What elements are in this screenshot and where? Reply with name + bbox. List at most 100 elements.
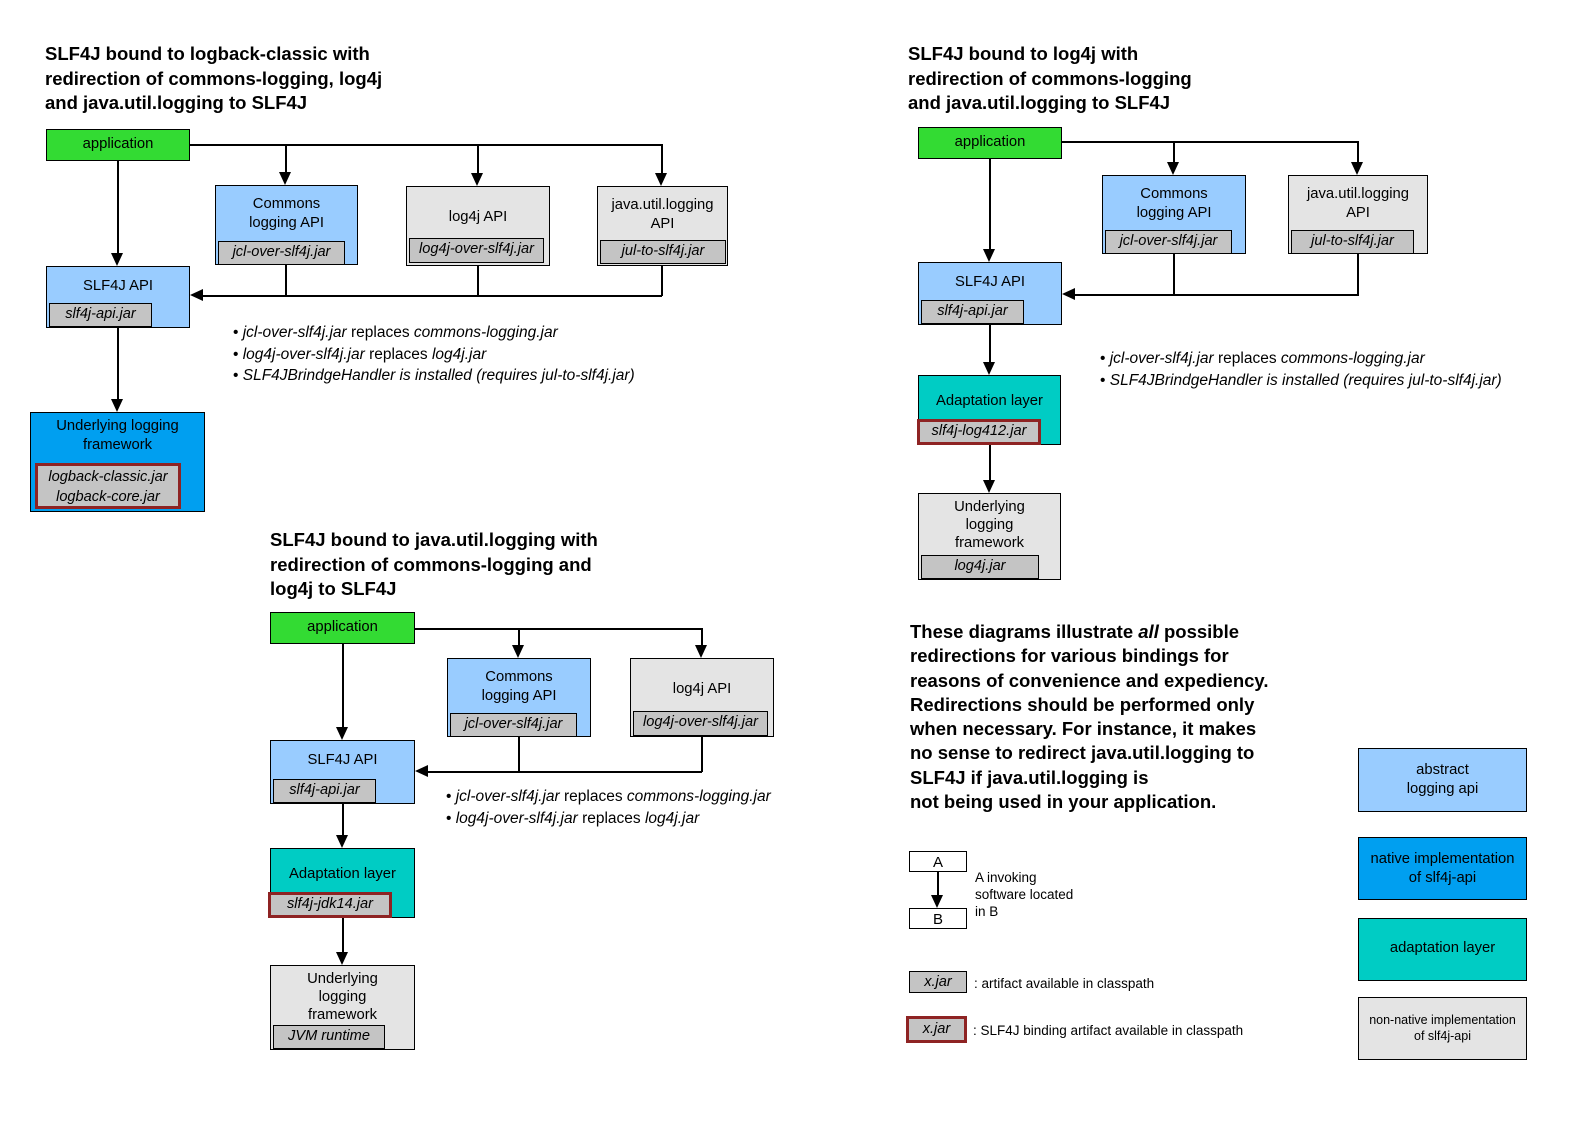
d3-app-to-slf4j-arrowhead-icon [336, 727, 348, 740]
legend-adaptation-box: adaptation layer [1358, 918, 1527, 981]
legend-a-label: A [932, 854, 943, 871]
legend-a-to-b-arrowhead-icon [931, 895, 943, 908]
legend-artifact-jar-box: x.jar [909, 971, 967, 993]
legend-b-box: B [909, 908, 967, 929]
d2-adaptation-to-underlying-line [989, 445, 991, 481]
d3-log4j-down-line [701, 737, 703, 772]
legend-adaptation-label: adaptation layer [1389, 940, 1496, 956]
d1-app-to-slf4j-line [117, 161, 119, 254]
d1-slf4j-api-box: SLF4J API slf4j-api.jar [46, 266, 190, 328]
d1-branch-commons-arrowhead-icon [279, 172, 291, 185]
d1-slf4j-api-jar: slf4j-api.jar [49, 303, 152, 327]
d2-commons-down-line [1173, 254, 1175, 295]
d3-slf4j-to-adaptation-arrowhead-icon [336, 835, 348, 848]
d2-jul-down-line [1357, 254, 1359, 295]
d2-application-label: application [954, 134, 1026, 150]
legend-binding-caption: : SLF4J binding artifact available in cl… [973, 1023, 1244, 1038]
d1-log4j-api-box: log4j API log4j-over-slf4j.jar [406, 186, 550, 266]
d2-app-to-slf4j-arrowhead-icon [983, 249, 995, 262]
d1-slf4j-api-label: SLF4J API [83, 278, 153, 294]
d1-slf4j-to-underlying-line [117, 328, 119, 400]
d2-jcl-over-slf4j-jar: jcl-over-slf4j.jar [1105, 230, 1232, 254]
d3-commons-down-line [518, 737, 520, 772]
d1-app-to-slf4j-arrowhead-icon [111, 253, 123, 266]
d3-slf4j-api-jar: slf4j-api.jar [273, 779, 376, 803]
d3-slf4j-to-adaptation-line [342, 804, 344, 836]
d1-branch-jul-line [661, 144, 663, 173]
d2-adaptation-layer-box: Adaptation layer slf4j-log412.jar [917, 375, 1061, 445]
d3-app-branch-line [415, 628, 703, 630]
d2-app-branch-line [1062, 141, 1358, 143]
d2-branch-commons-line [1173, 141, 1175, 163]
d3-adaptation-layer-box: Adaptation layer slf4j-jdk14.jar [268, 848, 415, 918]
d2-log4j-jar: log4j.jar [921, 555, 1039, 579]
d1-bullet-notes: • jcl-over-slf4j.jar replaces commons-lo… [233, 324, 635, 384]
d1-collector-line [203, 295, 662, 297]
d1-application-label: application [82, 136, 154, 152]
d2-branch-jul-line [1357, 141, 1359, 163]
d3-collector-line [428, 771, 702, 773]
d3-app-to-slf4j-line [342, 644, 344, 728]
d1-log4j-down-line [477, 266, 479, 296]
d2-adaptation-to-underlying-arrowhead-icon [983, 480, 995, 493]
d3-branch-log4j-line [701, 628, 703, 646]
d2-bullet-notes: • jcl-over-slf4j.jar replaces commons-lo… [1100, 350, 1502, 389]
d3-jcl-over-slf4j-jar: jcl-over-slf4j.jar [450, 713, 577, 737]
d2-application-box: application [918, 127, 1062, 159]
d3-branch-commons-line [518, 628, 520, 646]
d3-adaptation-to-underlying-line [342, 918, 344, 953]
d1-commons-down-line [285, 265, 287, 296]
d2-slf4j-api-jar: slf4j-api.jar [921, 300, 1024, 324]
d2-adaptation-layer-label: Adaptation layer [936, 393, 1043, 409]
d2-slf4j-to-adaptation-line [989, 325, 991, 363]
d1-jul-down-line [661, 266, 663, 296]
d3-collector-arrowhead-icon [415, 765, 428, 777]
d1-branch-log4j-line [477, 144, 479, 173]
d3-adaptation-to-underlying-arrowhead-icon [336, 952, 348, 965]
d1-branch-commons-line [285, 144, 287, 173]
d1-branch-log4j-arrowhead-icon [471, 173, 483, 186]
d1-log4j-api-label: log4j API [448, 209, 508, 225]
d2-branch-jul-arrowhead-icon [1351, 162, 1363, 175]
d3-slf4j-api-box: SLF4J API slf4j-api.jar [270, 740, 415, 804]
d1-collector-arrowhead-icon [190, 289, 203, 301]
d3-log4j-over-slf4j-jar: log4j-over-slf4j.jar [633, 711, 768, 736]
d3-branch-commons-arrowhead-icon [512, 645, 524, 658]
d2-slf4j-api-label: SLF4J API [955, 274, 1025, 290]
d3-application-box: application [270, 612, 415, 644]
d3-application-label: application [307, 619, 378, 635]
legend-b-label: B [932, 911, 943, 928]
d2-branch-commons-arrowhead-icon [1167, 162, 1179, 175]
d2-slf4j-to-adaptation-arrowhead-icon [983, 362, 995, 375]
d1-jcl-over-slf4j-jar: jcl-over-slf4j.jar [218, 241, 345, 265]
d2-app-to-slf4j-line [989, 159, 991, 250]
d3-bullet-notes: • jcl-over-slf4j.jar replaces commons-lo… [446, 788, 771, 827]
legend-a-box: A [909, 851, 967, 872]
legend-binding-jar-box: x.jar [906, 1016, 967, 1043]
d1-jul-to-slf4j-jar: jul-to-slf4j.jar [600, 240, 726, 264]
legend-artifact-caption: : artifact available in classpath [974, 976, 1155, 991]
